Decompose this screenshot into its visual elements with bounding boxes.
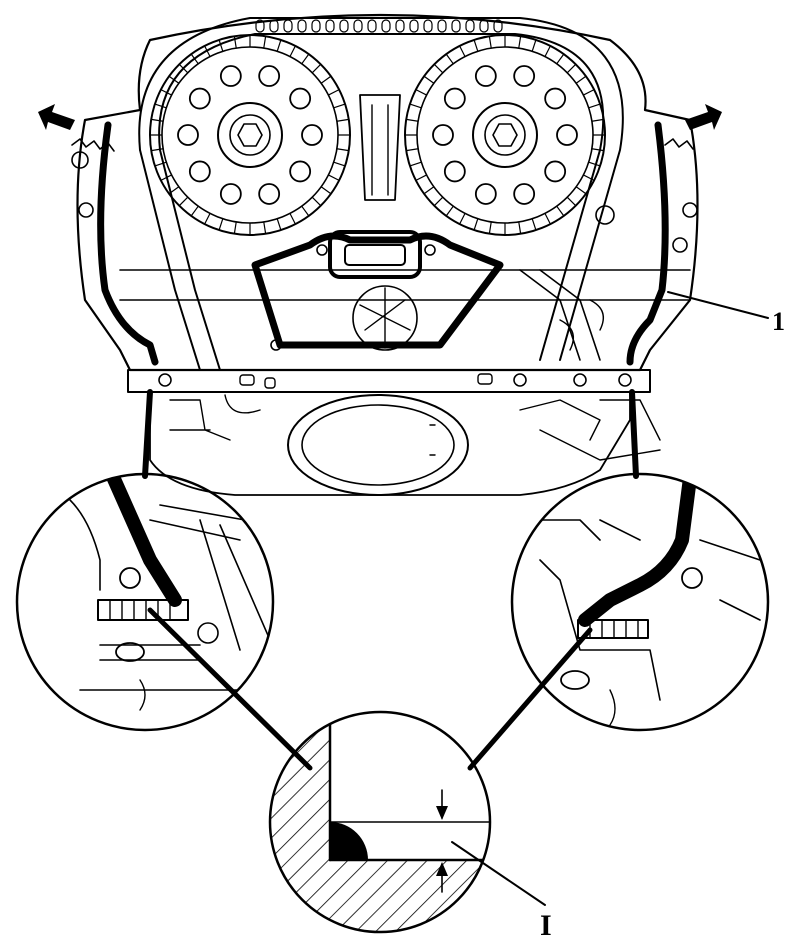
part-1-leader-line — [667, 291, 769, 319]
right-camshaft-sprocket — [404, 34, 606, 236]
arrow-right-indicator — [685, 104, 722, 130]
bottom-detail-cross-section — [268, 710, 546, 934]
left-camshaft-sprocket — [149, 34, 351, 236]
timing-chain — [138, 17, 624, 371]
detail-connector-lines — [142, 389, 639, 771]
left-detail-magnified-view — [15, 472, 275, 732]
engine-assembly — [71, 13, 699, 496]
chain-links — [255, 19, 503, 33]
detail-I-leader-line — [451, 841, 546, 906]
sealing-gasket — [97, 121, 669, 366]
right-detail-magnified-view — [510, 472, 770, 732]
arrow-left-indicator — [38, 104, 75, 130]
detail-I-label: I — [540, 909, 552, 942]
part-1-label: 1 — [772, 307, 785, 336]
